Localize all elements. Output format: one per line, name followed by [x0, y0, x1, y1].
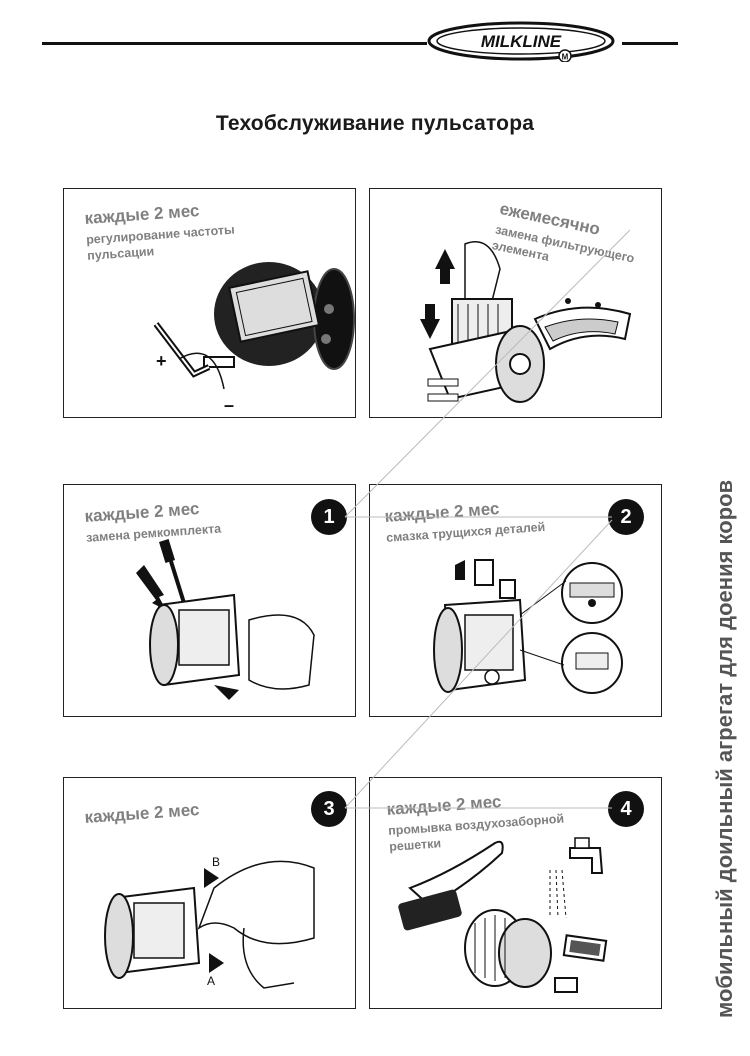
- svg-text:B: B: [212, 855, 220, 869]
- panel-filter-replace: ежемесячно замена фильтрующего элемента: [369, 188, 662, 418]
- header-rule-left: [42, 42, 427, 45]
- step-number-badge: 2: [608, 499, 644, 535]
- svg-text:MILKLINE: MILKLINE: [481, 32, 562, 51]
- step-number-badge: 4: [608, 791, 644, 827]
- pulsator-screwdriver-illustration: [136, 539, 315, 700]
- side-caption: мобильный доильный агрегат для доения ко…: [712, 479, 737, 1018]
- brush-faucet-grille-illustration: [398, 837, 608, 993]
- panel-frequency-adjust: каждые 2 мес регулирование частоты пульс…: [63, 188, 356, 418]
- svg-text:A: A: [207, 974, 215, 988]
- svg-text:–: –: [224, 395, 234, 415]
- panel-lubrication: каждые 2 мес смазка трущихся деталей 2: [369, 484, 662, 717]
- pulsator-filter-illustration: [420, 241, 632, 403]
- pulsator-press-illustration: B A: [104, 855, 315, 989]
- svg-text:M: M: [562, 53, 569, 62]
- step-number-badge: 1: [311, 499, 347, 535]
- page-title: Техобслуживание пульсатора: [215, 112, 535, 135]
- svg-text:+: +: [156, 351, 167, 371]
- panel-repair-kit: каждые 2 мес замена ремкомплекта 1: [63, 484, 356, 717]
- panel-air-intake-cleaning: каждые 2 мес промывка воздухозаборной ре…: [369, 777, 662, 1009]
- milkline-logo: MILKLINE M: [427, 21, 615, 62]
- step-number-badge: 3: [311, 791, 347, 827]
- pulsator-hex-key-illustration: + –: [153, 262, 355, 415]
- header-rule-right: [622, 42, 678, 45]
- panel-valve-service: каждые 2 мес B A 3: [63, 777, 356, 1009]
